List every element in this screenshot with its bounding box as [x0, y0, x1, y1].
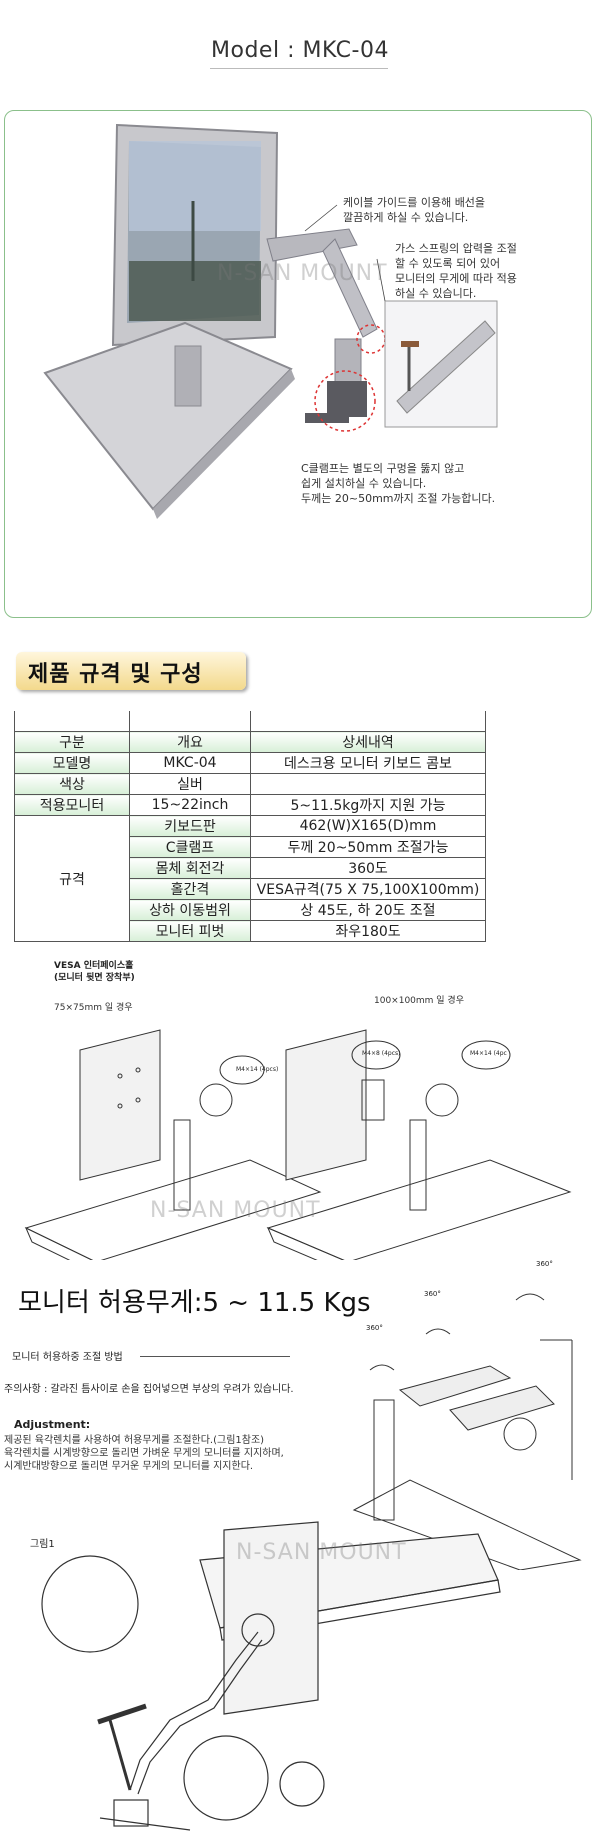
callout-gas-spring: 가스 스프링의 압력을 조절 할 수 있도록 되어 있어 모니터의 무게에 따라…	[395, 242, 517, 300]
adjustment-title: Adjustment:	[14, 1418, 91, 1431]
row-detail: VESA규격(75 X 75,100X100mm)	[250, 878, 486, 900]
method-title: 모니터 허용하중 조절 방법	[12, 1352, 123, 1363]
row-overview: 15~22inch	[129, 794, 251, 816]
row-detail: 360도	[250, 857, 486, 879]
spec-table-header: 구분 개요 상세내역	[14, 731, 486, 753]
header-category: 구분	[14, 731, 130, 753]
spec-row-tilt: 상하 이동범위 상 45도, 하 20도 조절	[15, 899, 486, 921]
row-overview: C클램프	[129, 836, 251, 858]
watermark-install: N-SAN MOUNT	[236, 1540, 407, 1565]
spec-table: 구분 개요 상세내역 모델명 MKC-04 데스크용 모니터 키보드 콤보 색상…	[14, 711, 486, 942]
watermark: N-SAN MOUNT	[217, 261, 388, 286]
watermark-vesa: N-SAN MOUNT	[150, 1198, 321, 1223]
adjustment-line3: 시계반대방향으로 돌리면 무거운 무게의 모니터를 지지한다.	[4, 1461, 254, 1472]
vesa-diagram	[24, 1029, 572, 1260]
spec-row-model: 모델명 MKC-04 데스크용 모니터 키보드 콤보	[14, 752, 486, 774]
row-overview: 실버	[129, 773, 251, 795]
installation-diagram	[41, 1521, 501, 1831]
row-detail: 5~11.5kg까지 지원 가능	[250, 794, 486, 816]
vesa-title-line1: VESA 인터페이스홀	[54, 961, 134, 971]
row-overview: 모니터 피벗	[129, 920, 251, 942]
row-detail: 상 45도, 하 20도 조절	[250, 899, 486, 921]
screw-label-c: M4×14 (4pc	[470, 1050, 507, 1057]
vesa-left-caption: 75×75mm 일 경우	[54, 1003, 133, 1013]
row-label: 적용모니터	[14, 794, 130, 816]
row-label: 모델명	[14, 752, 130, 774]
deg-label-c: 360°	[366, 1324, 383, 1332]
cable-leader-line	[304, 204, 338, 232]
spec-row-keyboard: 규격 키보드판 462(W)X165(D)mm	[14, 815, 486, 942]
monitor-arm	[266, 228, 378, 423]
spec-row-hole: 홀간격 VESA규격(75 X 75,100X100mm)	[15, 878, 486, 900]
row-overview: 홀간격	[129, 878, 251, 900]
deg-label-a: 360°	[536, 1260, 553, 1268]
arm-dimension-diagram	[352, 1293, 582, 1570]
section-title: 제품 규격 및 구성	[28, 662, 203, 687]
figure-label: 그림1	[30, 1539, 55, 1550]
callout-c-clamp: C클램프는 별도의 구멍을 뚫지 않고 쉽게 설치하실 수 있습니다. 두께는 …	[301, 462, 496, 505]
keyboard-tray	[43, 321, 295, 519]
deg-label-b: 360°	[424, 1290, 441, 1298]
row-overview: MKC-04	[129, 752, 251, 774]
row-label-spec: 규격	[14, 815, 130, 942]
adjustment-line1: 제공된 육각렌치를 사용하여 허용무게를 조절한다.(그림1참조)	[4, 1435, 265, 1446]
row-detail: 462(W)X165(D)mm	[250, 815, 486, 837]
row-detail	[250, 773, 486, 795]
caution-text: 주의사항 : 갈라진 틈사이로 손을 집어넣으면 부상의 우려가 있습니다.	[4, 1384, 294, 1395]
model-title: Model : MKC-04	[211, 38, 389, 63]
product-hero-panel: N-SAN MOUNT 케이블 가이드를 이용해 배선을 깔끔하게 하실 수 있…	[4, 110, 592, 618]
clamp-highlight-circle	[314, 370, 376, 432]
method-underline	[140, 1356, 290, 1357]
spec-row-pivot: 모니터 피벗 좌우180도	[15, 920, 486, 942]
row-detail: 두께 20~50mm 조절가능	[250, 836, 486, 858]
monitor-body	[111, 123, 279, 347]
spec-row-clamp: C클램프 두께 20~50mm 조절가능	[15, 836, 486, 858]
vesa-title-line2: (모니터 뒷면 장착부)	[54, 973, 135, 983]
spec-table-top-gap	[14, 711, 486, 732]
adjustment-line2: 육각렌치를 시계방향으로 돌리면 가벼운 무게의 모니터를 지지하며,	[4, 1448, 284, 1459]
row-detail: 좌우180도	[250, 920, 486, 942]
spec-row-rotation: 몸체 회전각 360도	[15, 857, 486, 879]
spec-row-monitor: 적용모니터 15~22inch 5~11.5kg까지 지원 가능	[14, 794, 486, 816]
vesa-right-caption: 100×100mm 일 경우	[374, 996, 464, 1006]
row-overview: 몸체 회전각	[129, 857, 251, 879]
row-detail: 데스크용 모니터 키보드 콤보	[250, 752, 486, 774]
callout-cable-guide: 케이블 가이드를 이용해 배선을 깔끔하게 하실 수 있습니다.	[343, 196, 486, 224]
spring-detail-inset	[384, 300, 498, 428]
product-illustration	[43, 123, 498, 519]
row-label: 색상	[14, 773, 130, 795]
title-underline	[210, 68, 388, 69]
row-overview: 키보드판	[129, 815, 251, 837]
header-detail: 상세내역	[250, 731, 486, 753]
vesa-title: VESA 인터페이스홀 (모니터 뒷면 장착부)	[54, 960, 135, 984]
spring-leader-line	[376, 258, 386, 302]
weight-capacity: 모니터 허용무게:5 ~ 11.5 Kgs	[18, 1288, 371, 1318]
section-title-badge	[16, 652, 246, 690]
screw-label-b: M4×8 (4pcs)	[362, 1050, 401, 1057]
screw-label-a: M4×14 (4pcs)	[236, 1066, 279, 1073]
row-overview: 상하 이동범위	[129, 899, 251, 921]
spec-row-color: 색상 실버	[14, 773, 486, 795]
header-overview: 개요	[129, 731, 251, 753]
